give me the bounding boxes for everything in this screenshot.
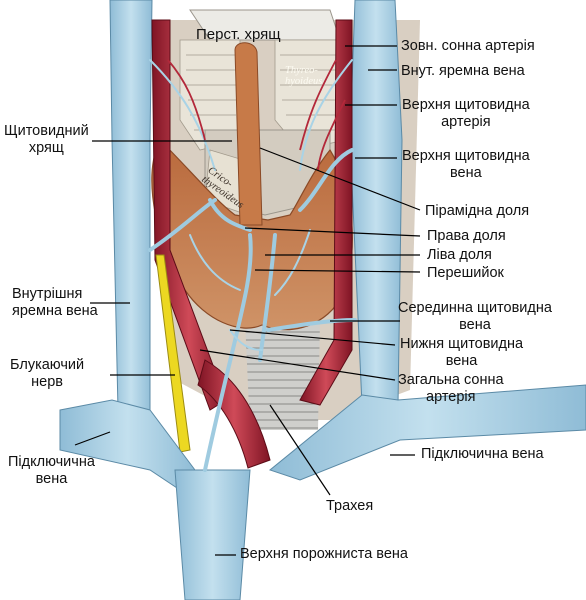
trachea-shape [245, 320, 320, 430]
external-carotid-label: Зовн. сонна артерія [401, 38, 535, 54]
subclavian-vein-right-label: Підключична вена [421, 446, 544, 462]
superior-thyroid-vein-label: Верхня щитовидна вена [402, 148, 530, 181]
superior-thyroid-artery-label: Верхня щитовидна артерія [402, 97, 530, 130]
pyramidal-lobe-label: Пірамідна доля [425, 203, 530, 219]
superior-vena-cava-shape [174, 469, 251, 600]
common-carotid-label: Загальна сонна артерія [398, 372, 504, 405]
superior-thyroid-arteries [167, 59, 346, 171]
vagus-nerve-shape [155, 254, 191, 453]
thyroid-cartilage-left-label: Щитовидний хрящ [4, 123, 89, 156]
superior-vena-cava-label: Верхня порожниста вена [240, 546, 408, 562]
left-lobe-label: Ліва доля [427, 247, 492, 263]
internal-jugular-top-label: Внут. яремна вена [401, 63, 525, 79]
thyroid-venules [149, 59, 353, 351]
subclavian-vein-left-label: Підключична вена [8, 454, 95, 487]
internal-jugular-left-label: Внутрішня яремна вена [12, 286, 98, 319]
thyrohyoideus-label: Thyreo- hyoideus [285, 65, 323, 87]
right-lobe-label: Права доля [427, 228, 506, 244]
middle-thyroid-vein-label: Серединна щитовидна вена [398, 300, 552, 333]
isthmus-label: Перешийок [427, 265, 504, 281]
inferior-thyroid-vein-label: Нижня щитовидна вена [400, 336, 524, 369]
brachiocephalic-artery [197, 359, 271, 469]
internal-jugular-vein-left [109, 0, 153, 411]
pyramidal-lobe-shape [234, 42, 263, 226]
thyroid-cartilage-top-label: Перст. хрящ [196, 26, 281, 43]
subclavian-vein-right [268, 384, 586, 481]
vagus-nerve-label: Блукаючий нерв [10, 357, 85, 390]
thyroid-veins [148, 148, 357, 472]
leader-lines [74, 45, 421, 556]
trachea-label: Трахея [326, 498, 374, 514]
